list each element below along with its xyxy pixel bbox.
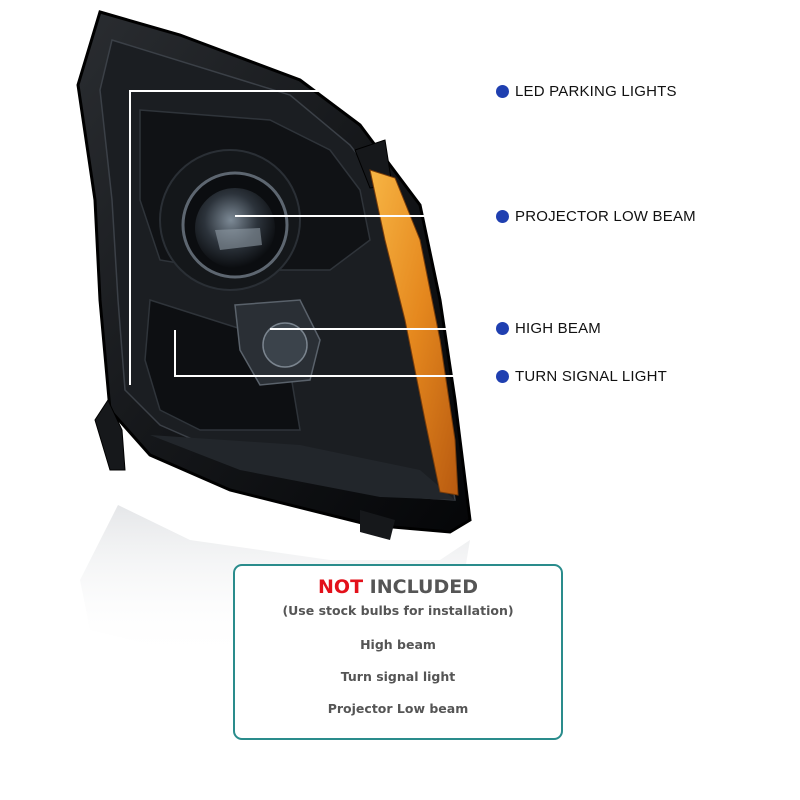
callout-dot-icon [496, 210, 509, 223]
callout-projector-low-beam: PROJECTOR LOW BEAM [496, 208, 696, 225]
callout-high-beam: HIGH BEAM [496, 320, 601, 337]
callout-label: LED PARKING LIGHTS [515, 83, 677, 100]
amber-side-marker [369, 169, 459, 496]
callout-label: PROJECTOR LOW BEAM [515, 208, 696, 225]
callout-dot-icon [496, 85, 509, 98]
callout-label: HIGH BEAM [515, 320, 601, 337]
info-box-subtitle: (Use stock bulbs for installation) [282, 603, 514, 618]
info-box-title: NOT INCLUDED [235, 576, 561, 598]
info-item-projector-low-beam: Projector Low beam [327, 701, 469, 716]
callout-led-parking-lights: LED PARKING LIGHTS [496, 83, 677, 100]
info-item-high-beam: High beam [360, 637, 436, 652]
not-included-box: NOT INCLUDED (Use stock bulbs for instal… [233, 564, 563, 740]
callout-label: TURN SIGNAL LIGHT [515, 368, 668, 385]
title-rest: INCLUDED [369, 576, 478, 598]
callout-dot-icon [496, 322, 509, 335]
callout-leader-lines [129, 90, 490, 385]
callout-dot-icon [496, 370, 509, 383]
projector-low-beam-lens [159, 149, 301, 291]
info-item-turn-signal-light: Turn signal light [340, 669, 456, 684]
callout-turn-signal-light: TURN SIGNAL LIGHT [496, 368, 667, 385]
title-highlight: NOT [318, 576, 364, 598]
high-beam-reflector [234, 299, 321, 386]
